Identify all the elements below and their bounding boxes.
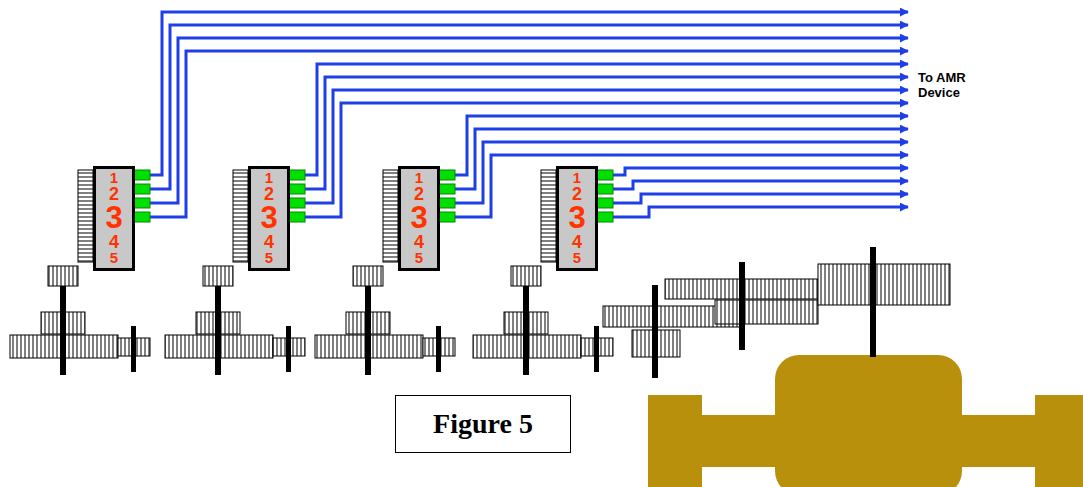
counter-wheel: 12345: [556, 166, 598, 271]
contact-pad: [134, 212, 150, 222]
gear: [233, 170, 248, 262]
wheel-digit: 4: [405, 234, 433, 252]
gear: [715, 300, 818, 324]
gear-shaft: [523, 286, 529, 375]
gear: [511, 266, 541, 286]
contact-pad: [289, 184, 305, 194]
gear: [541, 170, 556, 262]
gear: [78, 170, 93, 262]
gear-shaft: [739, 262, 745, 350]
gear: [48, 266, 78, 286]
wheel-digit: 5: [563, 251, 591, 266]
signal-wire: [455, 142, 908, 203]
contact-pad: [439, 184, 455, 194]
wheel-digit: 5: [255, 251, 283, 266]
wheel-digit: 3: [255, 203, 283, 233]
signal-wire: [613, 181, 908, 189]
wheel-digit: 4: [563, 234, 591, 252]
wheel-digit: 5: [405, 251, 433, 266]
signal-wire: [305, 64, 908, 175]
signal-wire: [455, 116, 908, 175]
contact-pad: [289, 198, 305, 208]
device-label: To AMR Device: [918, 71, 982, 101]
gear-shaft: [365, 286, 371, 375]
counter-wheel: 12345: [93, 166, 135, 271]
contact-pad: [597, 170, 613, 180]
figure-caption: Figure 5: [395, 395, 571, 453]
signal-wire: [455, 129, 908, 189]
gear-shaft: [286, 326, 291, 372]
contact-pad: [134, 170, 150, 180]
wheel-digit: 1: [563, 171, 591, 186]
signal-wire: [455, 155, 908, 217]
gear-shaft: [215, 286, 221, 375]
contact-pad: [439, 170, 455, 180]
counter-wheel: 12345: [398, 166, 440, 271]
wheel-digit: 2: [563, 186, 591, 204]
gear-train: [10, 170, 950, 378]
signal-wire: [613, 194, 908, 203]
wheel-digit: 4: [100, 234, 128, 252]
contact-pad: [134, 184, 150, 194]
gear-shaft: [652, 285, 658, 378]
wheel-digit: 1: [255, 171, 283, 186]
water-meter-body: [648, 355, 1083, 487]
wheel-digit: 2: [100, 186, 128, 204]
signal-wire: [305, 77, 908, 189]
gear-shaft: [594, 326, 599, 372]
contact-pad: [289, 212, 305, 222]
contact-pad: [289, 170, 305, 180]
gear-shaft: [870, 247, 876, 357]
wheel-digit: 4: [255, 234, 283, 252]
contact-pad: [597, 184, 613, 194]
wheel-digit: 2: [405, 186, 433, 204]
wheel-digit: 3: [100, 203, 128, 233]
contact-pad: [597, 198, 613, 208]
gear-shaft: [60, 286, 66, 375]
signal-wire: [150, 12, 908, 175]
gear-shaft: [436, 326, 441, 372]
contact-pad: [439, 212, 455, 222]
wheel-digit: 3: [405, 203, 433, 233]
wheel-digit: 1: [100, 171, 128, 186]
gear: [818, 264, 950, 305]
signal-wire: [613, 207, 908, 217]
contact-pad: [597, 212, 613, 222]
wheel-digit: 5: [100, 251, 128, 266]
wheel-digit: 1: [405, 171, 433, 186]
counter-wheel: 12345: [248, 166, 290, 271]
contact-pad: [134, 198, 150, 208]
gear: [383, 170, 398, 262]
contact-pad: [439, 198, 455, 208]
signal-wire: [305, 103, 908, 217]
gear-shaft: [131, 326, 136, 372]
signal-wire: [305, 90, 908, 203]
gear: [203, 266, 233, 286]
wheel-digit: 2: [255, 186, 283, 204]
wheel-digit: 3: [563, 203, 591, 233]
gear: [353, 266, 383, 286]
signal-wire: [613, 168, 908, 175]
